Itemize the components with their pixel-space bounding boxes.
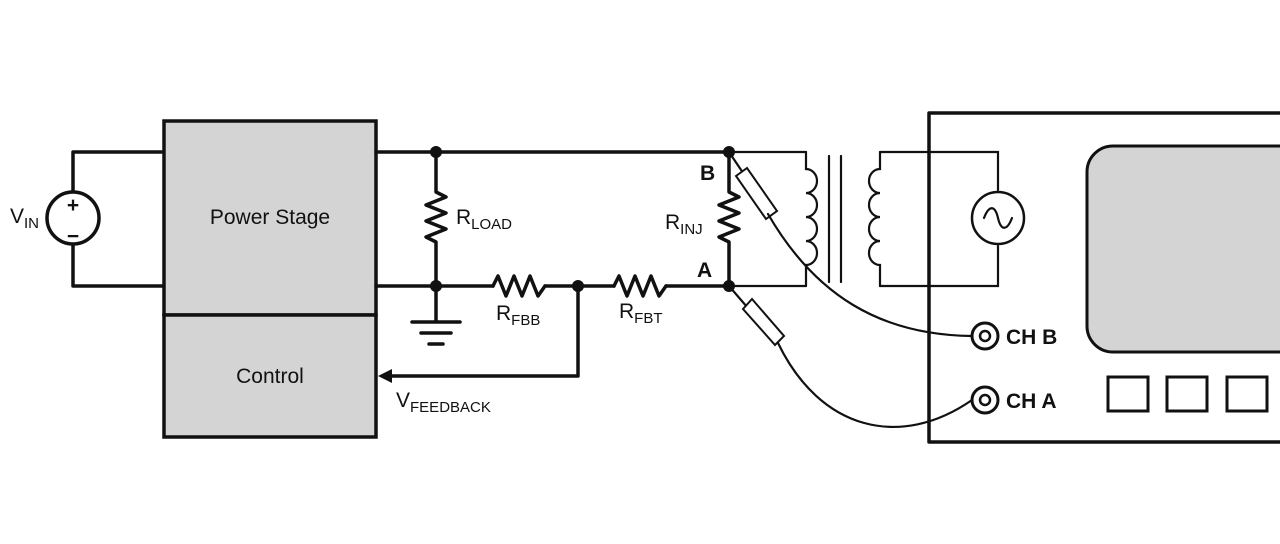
- analyzer-body: [927, 111, 1280, 444]
- node-b-label: B: [700, 162, 715, 185]
- junction-dot: [430, 280, 442, 292]
- voltage-source-icon: [45, 190, 101, 246]
- rload-resistor: RLOAD: [424, 150, 512, 288]
- power-stage-block: [162, 119, 378, 317]
- feedback-arrow-icon: [378, 369, 392, 383]
- rfbb-resistor: RFBB: [491, 274, 547, 329]
- probe-icon: [741, 297, 786, 347]
- analyzer-button[interactable]: [1106, 375, 1150, 413]
- analyzer-button[interactable]: [1165, 375, 1209, 413]
- junction-dot: [572, 280, 584, 292]
- vin-label: VIN: [10, 205, 39, 232]
- probe-ch-a: [727, 284, 974, 429]
- rfbt-label: RFBT: [619, 300, 663, 327]
- ac-source-icon: [970, 190, 1026, 246]
- power-stage-label: Power Stage: [210, 206, 330, 229]
- vin-plus: +: [67, 194, 79, 217]
- feedback-path: VFEEDBACK: [378, 284, 580, 416]
- vin-minus: −: [67, 225, 79, 248]
- analyzer-button[interactable]: [1225, 375, 1269, 413]
- probe-icon: [734, 166, 779, 221]
- ch-b-label: CH B: [1006, 326, 1057, 349]
- node-a-label: A: [697, 259, 712, 282]
- rinj-label: RINJ: [665, 211, 703, 238]
- ch-a-label: CH A: [1006, 390, 1057, 413]
- rload-label: RLOAD: [456, 206, 512, 233]
- vin-source: + − VIN: [10, 150, 166, 288]
- rinj-resistor: RINJ B A: [665, 150, 741, 288]
- control-label: Control: [236, 365, 304, 388]
- analyzer-screen: [1085, 144, 1280, 354]
- rfbt-resistor: RFBT: [612, 274, 668, 327]
- vin-wire-top: [71, 150, 166, 194]
- control-block: [162, 313, 378, 439]
- bnc-connector-icon[interactable]: [970, 385, 1000, 415]
- junction-dot: [430, 146, 442, 158]
- rfbb-label: RFBB: [496, 302, 540, 329]
- vin-wire-bottom: [71, 242, 166, 288]
- ground-icon: [410, 284, 462, 346]
- transformer-icon: [727, 150, 1000, 288]
- network-analyzer: CH B CH A: [927, 111, 1280, 444]
- bnc-connector-icon[interactable]: [970, 321, 1000, 351]
- vfeedback-label: VFEEDBACK: [396, 389, 491, 416]
- probe-ch-b: [727, 150, 974, 338]
